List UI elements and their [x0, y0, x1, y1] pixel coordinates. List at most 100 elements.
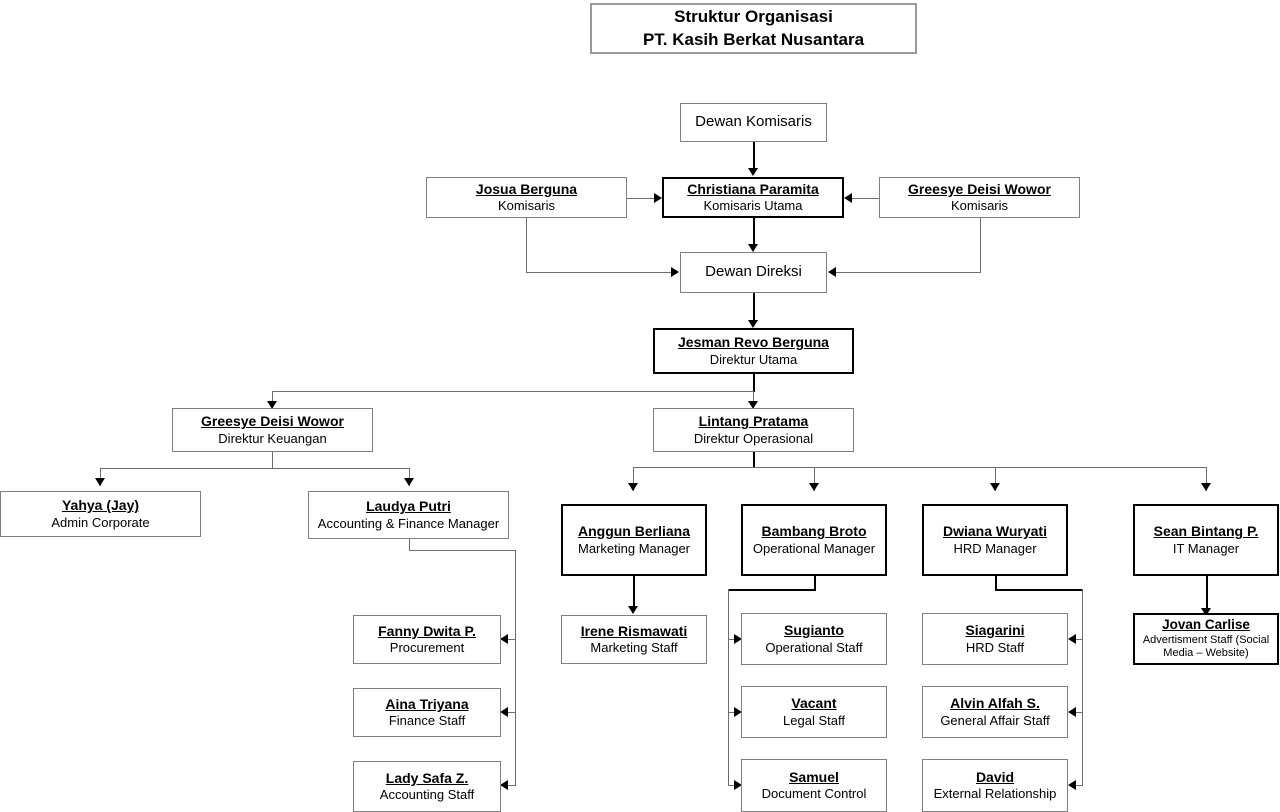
node-yahya-jay[interactable]: Yahya (Jay) Admin Corporate	[0, 491, 201, 537]
node-lintang-pratama[interactable]: Lintang Pratama Direktur Operasional	[653, 408, 854, 452]
node-irene-rismawati[interactable]: Irene Rismawati Marketing Staff	[561, 615, 707, 664]
connector-rail-to-samuel	[728, 785, 735, 786]
connector-to-yahya	[100, 468, 101, 486]
connector-dwiana-stem	[995, 576, 997, 590]
arrowhead-greesye-to-direksi	[828, 267, 836, 277]
node-samuel-title: Document Control	[761, 786, 867, 802]
node-alvin-alfah-name: Alvin Alfah S.	[950, 695, 1040, 712]
node-lady-safa-title: Accounting Staff	[379, 787, 475, 803]
arrowhead-josua-to-direksi	[671, 267, 679, 277]
node-lintang-pratama-name: Lintang Pratama	[698, 413, 809, 430]
node-alvin-alfah[interactable]: Alvin Alfah S. General Affair Staff	[922, 686, 1068, 738]
connector-to-bambang	[814, 467, 815, 491]
node-bambang-broto[interactable]: Bambang Broto Operational Manager	[741, 504, 887, 576]
node-fanny-dwita-title: Procurement	[389, 640, 465, 656]
node-lady-safa-name: Lady Safa Z.	[385, 769, 469, 786]
node-irene-rismawati-title: Marketing Staff	[590, 640, 678, 656]
node-anggun-berliana[interactable]: Anggun Berliana Marketing Manager	[561, 504, 707, 576]
node-laudya-putri[interactable]: Laudya Putri Accounting & Finance Manage…	[308, 491, 509, 539]
node-josua-berguna[interactable]: Josua Berguna Komisaris	[426, 177, 627, 218]
node-sugianto[interactable]: Sugianto Operational Staff	[741, 613, 887, 665]
node-greesye-komisaris-title: Komisaris	[950, 198, 1009, 214]
connector-to-dwiana	[995, 467, 996, 491]
node-laudya-putri-name: Laudya Putri	[366, 498, 451, 515]
connector-laudya-rail	[515, 550, 516, 786]
arrowhead-anggun-to-irene	[628, 606, 638, 614]
arrowhead-sean-to-jovan	[1201, 608, 1211, 616]
connector-to-laudya	[409, 468, 410, 486]
connector-keuangan-bus	[100, 468, 409, 469]
node-samuel[interactable]: Samuel Document Control	[741, 759, 887, 812]
node-aina-triyana-title: Finance Staff	[388, 713, 466, 729]
node-lady-safa[interactable]: Lady Safa Z. Accounting Staff	[353, 761, 501, 812]
node-vacant-legal-name: Vacant	[791, 695, 837, 712]
node-fanny-dwita[interactable]: Fanny Dwita P. Procurement	[353, 615, 501, 664]
node-alvin-alfah-title: General Affair Staff	[940, 712, 1050, 728]
arrowhead-rail-to-alvin	[1068, 707, 1076, 717]
node-samuel-name: Samuel	[789, 768, 839, 785]
connector-greesye-dir-stem	[272, 452, 273, 469]
node-dewan-komisaris[interactable]: Dewan Komisaris	[680, 103, 827, 142]
arrowhead-rail-to-sugianto	[734, 634, 742, 644]
node-david-title: External Relationship	[933, 786, 1057, 802]
connector-laudya-rail-top	[409, 550, 516, 551]
node-sean-bintang-title: IT Manager	[1172, 540, 1240, 556]
arrowhead-komisaris-to-christiana	[748, 168, 758, 176]
connector-bambang-rail	[728, 589, 729, 786]
node-sugianto-name: Sugianto	[784, 622, 844, 639]
connector-rail-to-alvin	[1076, 712, 1083, 713]
node-siagarini[interactable]: Siagarini HRD Staff	[922, 613, 1068, 665]
node-anggun-berliana-name: Anggun Berliana	[577, 523, 690, 540]
connector-directors-bus	[272, 391, 754, 392]
connector-direksi-to-jesman	[753, 293, 755, 321]
connector-lintang-stem	[753, 452, 755, 468]
connector-rail-to-david	[1076, 785, 1083, 786]
arrowhead-rail-to-aina	[500, 707, 508, 717]
chart-title-box: Struktur Organisasi PT. Kasih Berkat Nus…	[590, 3, 917, 54]
node-jesman-revo-berguna-title: Direktur Utama	[709, 351, 798, 367]
arrowhead-greesye-to-christiana	[844, 193, 852, 203]
node-jesman-revo-berguna-name: Jesman Revo Berguna	[678, 334, 829, 351]
connector-komisaris-to-christiana	[753, 142, 755, 169]
connector-bambang-rail-top	[728, 589, 816, 591]
connector-laudya-stem	[409, 539, 410, 551]
connector-greesye-to-direksi	[836, 272, 981, 273]
node-siagarini-title: HRD Staff	[965, 639, 1025, 655]
node-aina-triyana[interactable]: Aina Triyana Finance Staff	[353, 688, 501, 737]
connector-rail-to-lady	[508, 785, 516, 786]
node-dwiana-wuryati[interactable]: Dwiana Wuryati HRD Manager	[922, 504, 1068, 576]
connector-rail-to-fanny	[508, 639, 516, 640]
arrowhead-to-lintang	[748, 401, 758, 409]
arrowhead-to-greesye-dir	[267, 401, 277, 409]
arrowhead-rail-to-samuel	[734, 780, 742, 790]
connector-to-sean	[1206, 467, 1207, 491]
node-greesye-komisaris[interactable]: Greesye Deisi Wowor Komisaris	[879, 177, 1080, 218]
arrowhead-to-dwiana	[990, 483, 1000, 491]
connector-rail-to-vacant	[728, 712, 735, 713]
node-laudya-putri-title: Accounting & Finance Manager	[317, 515, 500, 531]
node-dewan-komisaris-title: Dewan Komisaris	[695, 113, 812, 131]
node-vacant-legal[interactable]: Vacant Legal Staff	[741, 686, 887, 738]
connector-greesye-to-christiana	[852, 198, 879, 199]
arrowhead-to-anggun	[628, 483, 638, 491]
node-lintang-pratama-title: Direktur Operasional	[693, 430, 814, 446]
arrowhead-rail-to-siagarini	[1068, 634, 1076, 644]
node-christiana-paramita-name: Christiana Paramita	[687, 180, 819, 197]
connector-anggun-to-irene	[633, 576, 635, 607]
connector-to-greesye-dir	[272, 391, 273, 410]
node-josua-berguna-title: Komisaris	[497, 198, 556, 214]
node-christiana-paramita[interactable]: Christiana Paramita Komisaris Utama	[662, 177, 844, 218]
node-david[interactable]: David External Relationship	[922, 759, 1068, 812]
node-jovan-carlise[interactable]: Jovan Carlise Advertisment Staff (Social…	[1133, 613, 1279, 665]
connector-sean-to-jovan	[1206, 576, 1208, 609]
connector-greesye-drop	[980, 218, 981, 273]
node-bambang-broto-name: Bambang Broto	[761, 523, 867, 540]
node-jesman-revo-berguna[interactable]: Jesman Revo Berguna Direktur Utama	[653, 328, 854, 374]
connector-christiana-to-direksi	[753, 218, 755, 245]
node-greesye-direktur-keuangan[interactable]: Greesye Deisi Wowor Direktur Keuangan	[172, 408, 373, 452]
node-dewan-direksi[interactable]: Dewan Direksi	[680, 252, 827, 293]
node-sean-bintang[interactable]: Sean Bintang P. IT Manager	[1133, 504, 1279, 576]
chart-title-line2: PT. Kasih Berkat Nusantara	[642, 29, 865, 49]
connector-jesman-stem	[753, 374, 755, 392]
